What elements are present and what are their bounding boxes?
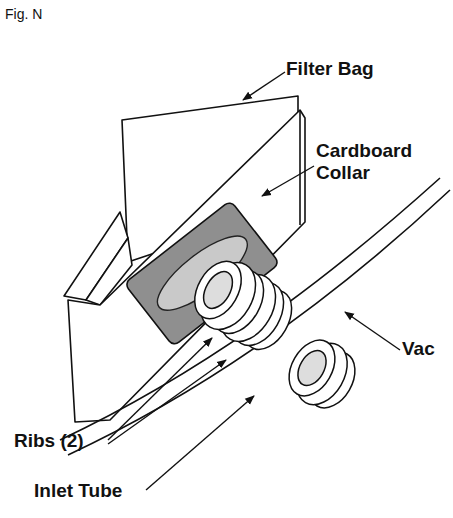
part-label: Filter Bag <box>286 58 436 80</box>
figure-title: Fig. N <box>5 6 42 22</box>
part-label: Inlet Tube <box>34 480 159 502</box>
vac-wall-inner <box>68 190 450 455</box>
leader-arrow <box>146 396 254 490</box>
part-label: Cardboard Collar <box>316 140 441 184</box>
inlet-tube-mouth <box>185 253 251 327</box>
part-label: Ribs (2) <box>14 430 114 452</box>
inlet-tube-opening <box>198 267 239 314</box>
bag-front-face <box>68 110 305 422</box>
vac-port-opening <box>292 346 332 391</box>
leader-arrow <box>108 338 212 440</box>
leader-arrow <box>243 72 285 100</box>
part-label: Vac <box>402 338 452 360</box>
leader-arrow <box>345 312 400 350</box>
vac-port-rim <box>280 332 345 404</box>
leader-arrow <box>108 360 226 444</box>
leader-arrow <box>262 166 314 196</box>
vac-wall-outer <box>60 178 440 440</box>
bag-fold <box>299 110 301 225</box>
